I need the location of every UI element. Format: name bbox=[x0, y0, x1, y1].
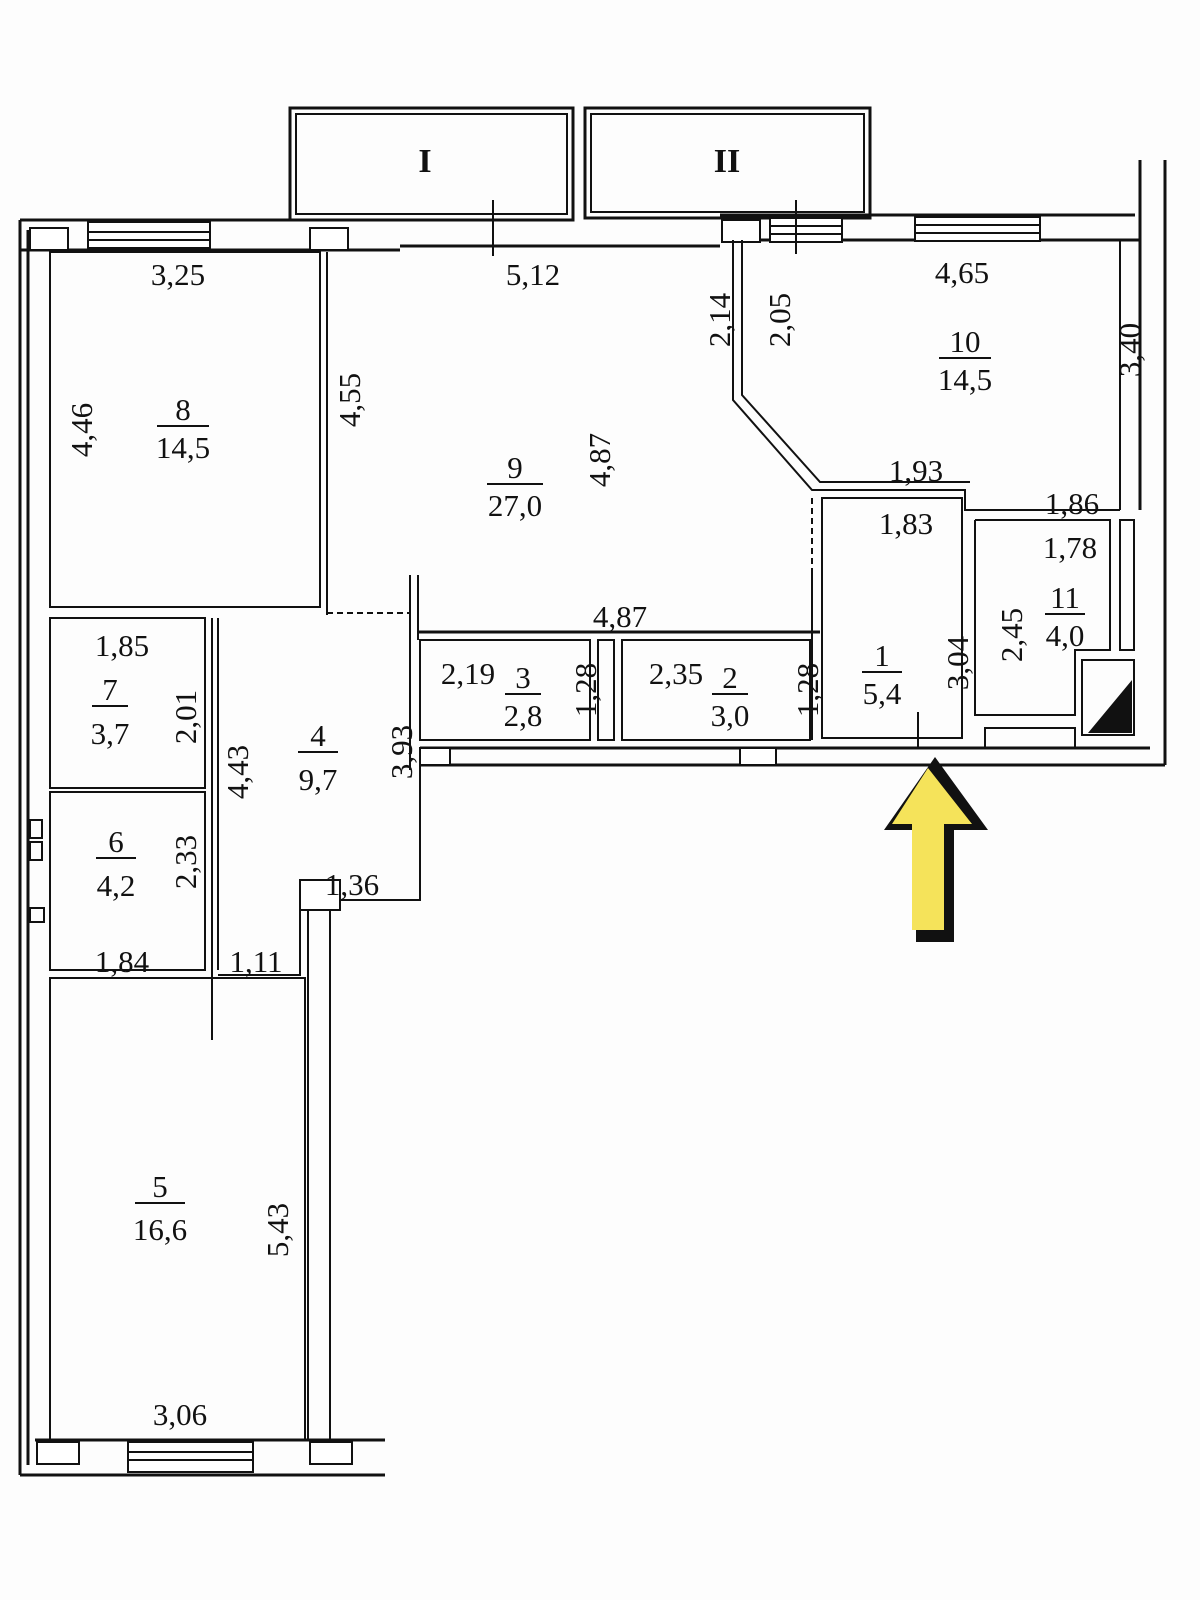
outer-walls bbox=[18, 160, 1167, 1477]
svg-text:1,28: 1,28 bbox=[790, 663, 825, 717]
svg-text:3,0: 3,0 bbox=[711, 698, 750, 733]
svg-text:2: 2 bbox=[722, 660, 738, 695]
svg-text:1,28: 1,28 bbox=[568, 663, 603, 717]
svg-text:3,25: 3,25 bbox=[151, 257, 205, 292]
svg-text:1,78: 1,78 bbox=[1043, 530, 1097, 565]
balcony-i-label: I bbox=[418, 143, 431, 180]
room-5-label: 5 16,6 bbox=[133, 1169, 187, 1247]
svg-text:2,19: 2,19 bbox=[441, 656, 495, 691]
svg-text:8: 8 bbox=[175, 392, 191, 427]
svg-text:3,06: 3,06 bbox=[153, 1397, 207, 1432]
svg-text:1,85: 1,85 bbox=[95, 628, 149, 663]
svg-text:16,6: 16,6 bbox=[133, 1212, 187, 1247]
svg-text:9: 9 bbox=[507, 450, 523, 485]
svg-text:4,0: 4,0 bbox=[1046, 618, 1085, 653]
balcony-ii bbox=[583, 106, 872, 220]
svg-text:14,5: 14,5 bbox=[938, 362, 992, 397]
room-8-label: 8 14,5 bbox=[156, 392, 210, 465]
svg-text:3,40: 3,40 bbox=[1112, 323, 1147, 377]
svg-text:1,11: 1,11 bbox=[229, 944, 282, 979]
svg-text:27,0: 27,0 bbox=[488, 488, 542, 523]
svg-text:4,43: 4,43 bbox=[220, 745, 255, 799]
room-3-label: 3 2,8 bbox=[504, 660, 543, 733]
svg-text:2,33: 2,33 bbox=[168, 835, 203, 889]
svg-text:3: 3 bbox=[515, 660, 531, 695]
svg-text:1,84: 1,84 bbox=[95, 944, 150, 979]
windows bbox=[29, 216, 1041, 1473]
svg-text:2,05: 2,05 bbox=[762, 293, 797, 347]
svg-text:5,12: 5,12 bbox=[506, 257, 560, 292]
room-7-label: 7 3,7 bbox=[91, 672, 130, 751]
svg-text:5,4: 5,4 bbox=[863, 676, 902, 711]
svg-text:4,2: 4,2 bbox=[97, 868, 136, 903]
svg-text:9,7: 9,7 bbox=[299, 762, 338, 797]
svg-text:3,93: 3,93 bbox=[384, 725, 419, 779]
svg-text:1,36: 1,36 bbox=[325, 867, 379, 902]
svg-text:4,87: 4,87 bbox=[593, 599, 647, 634]
room-11-label: 11 4,0 bbox=[1045, 580, 1085, 653]
room-2-label: 2 3,0 bbox=[711, 660, 750, 733]
balcony-ii-label: II bbox=[714, 143, 740, 180]
svg-text:7: 7 bbox=[102, 672, 118, 707]
svg-text:14,5: 14,5 bbox=[156, 430, 210, 465]
vertical-dimension-labels: 4,46 4,55 4,87 2,14 2,05 3,40 3,04 2,45 … bbox=[64, 292, 1147, 1257]
svg-text:4,65: 4,65 bbox=[935, 255, 989, 290]
svg-text:1,86: 1,86 bbox=[1045, 486, 1099, 521]
svg-text:2,45: 2,45 bbox=[994, 608, 1029, 662]
room-10-label: 10 14,5 bbox=[938, 324, 992, 397]
svg-text:1: 1 bbox=[874, 638, 890, 673]
svg-text:2,8: 2,8 bbox=[504, 698, 543, 733]
svg-text:11: 11 bbox=[1050, 580, 1080, 615]
interior-walls bbox=[29, 200, 1135, 1441]
svg-text:4,87: 4,87 bbox=[582, 433, 617, 487]
entrance-arrow-icon bbox=[884, 757, 988, 942]
svg-text:5,43: 5,43 bbox=[260, 1203, 295, 1257]
svg-text:6: 6 bbox=[108, 824, 124, 859]
room-4-label: 4 9,7 bbox=[298, 718, 338, 797]
svg-text:2,01: 2,01 bbox=[168, 690, 203, 744]
svg-text:5: 5 bbox=[152, 1169, 168, 1204]
svg-text:2,35: 2,35 bbox=[649, 656, 703, 691]
svg-text:4,55: 4,55 bbox=[332, 373, 367, 427]
svg-text:4: 4 bbox=[310, 718, 326, 753]
svg-text:1,93: 1,93 bbox=[889, 453, 943, 488]
svg-text:1,83: 1,83 bbox=[879, 506, 933, 541]
svg-text:3,7: 3,7 bbox=[91, 716, 130, 751]
dimension-labels: 3,25 5,12 4,65 1,93 1,86 1,83 1,78 4,87 … bbox=[95, 255, 1099, 1432]
svg-text:2,14: 2,14 bbox=[702, 292, 737, 347]
room-1-label: 1 5,4 bbox=[862, 638, 902, 711]
svg-text:10: 10 bbox=[950, 324, 981, 359]
svg-text:4,46: 4,46 bbox=[64, 403, 99, 457]
room-6-label: 6 4,2 bbox=[96, 824, 136, 903]
svg-text:3,04: 3,04 bbox=[940, 635, 975, 690]
balcony-i bbox=[288, 106, 575, 222]
room-9-label: 9 27,0 bbox=[487, 450, 543, 523]
